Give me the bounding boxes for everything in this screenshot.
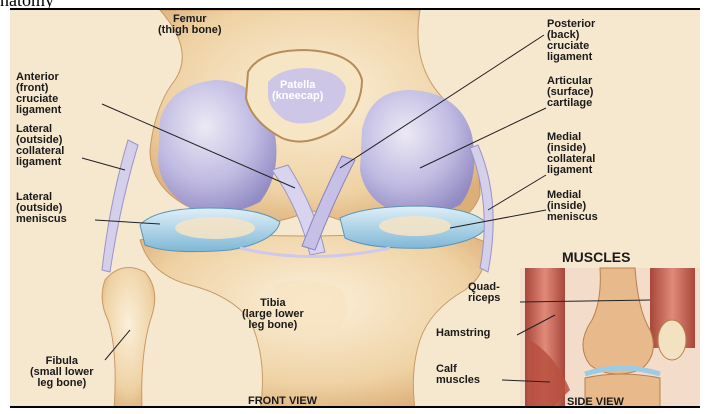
inset-title: MUSCLES: [562, 250, 630, 264]
medial-condyle-cartilage: [360, 90, 474, 215]
label-side-view: SIDE VIEW: [567, 397, 624, 408]
label-patella: Patella (kneecap): [272, 80, 323, 102]
lateral-collateral-ligament: [102, 140, 138, 272]
muscles-inset: [520, 268, 700, 408]
fibula-bone: [102, 268, 155, 409]
label-anterior-cruciate-ligament: Anterior (front) cruciate ligament: [16, 72, 61, 116]
label-posterior-cruciate-ligament: Posterior (back) cruciate ligament: [547, 19, 595, 63]
label-quadriceps: Quad- riceps: [468, 282, 500, 304]
label-articular-cartilage: Articular (surface) cartilage: [547, 76, 593, 109]
knee-anatomy-diagram: Femur (thigh bone) Patella (kneecap) Pos…: [10, 8, 700, 408]
label-tibia: Tibia (large lower leg bone): [242, 298, 304, 331]
label-lateral-meniscus: Lateral (outside) meniscus: [16, 192, 67, 225]
label-fibula: Fibula (small lower leg bone): [30, 356, 94, 389]
label-calf-muscles: Calf muscles: [436, 364, 480, 386]
label-lateral-collateral-ligament: Lateral (outside) collateral ligament: [16, 124, 64, 168]
label-femur: Femur (thigh bone): [158, 14, 222, 36]
label-medial-meniscus: Medial (inside) meniscus: [547, 190, 598, 223]
label-hamstring: Hamstring: [436, 328, 490, 339]
label-medial-collateral-ligament: Medial (inside) collateral ligament: [547, 132, 595, 176]
label-front-view: FRONT VIEW: [248, 396, 317, 407]
